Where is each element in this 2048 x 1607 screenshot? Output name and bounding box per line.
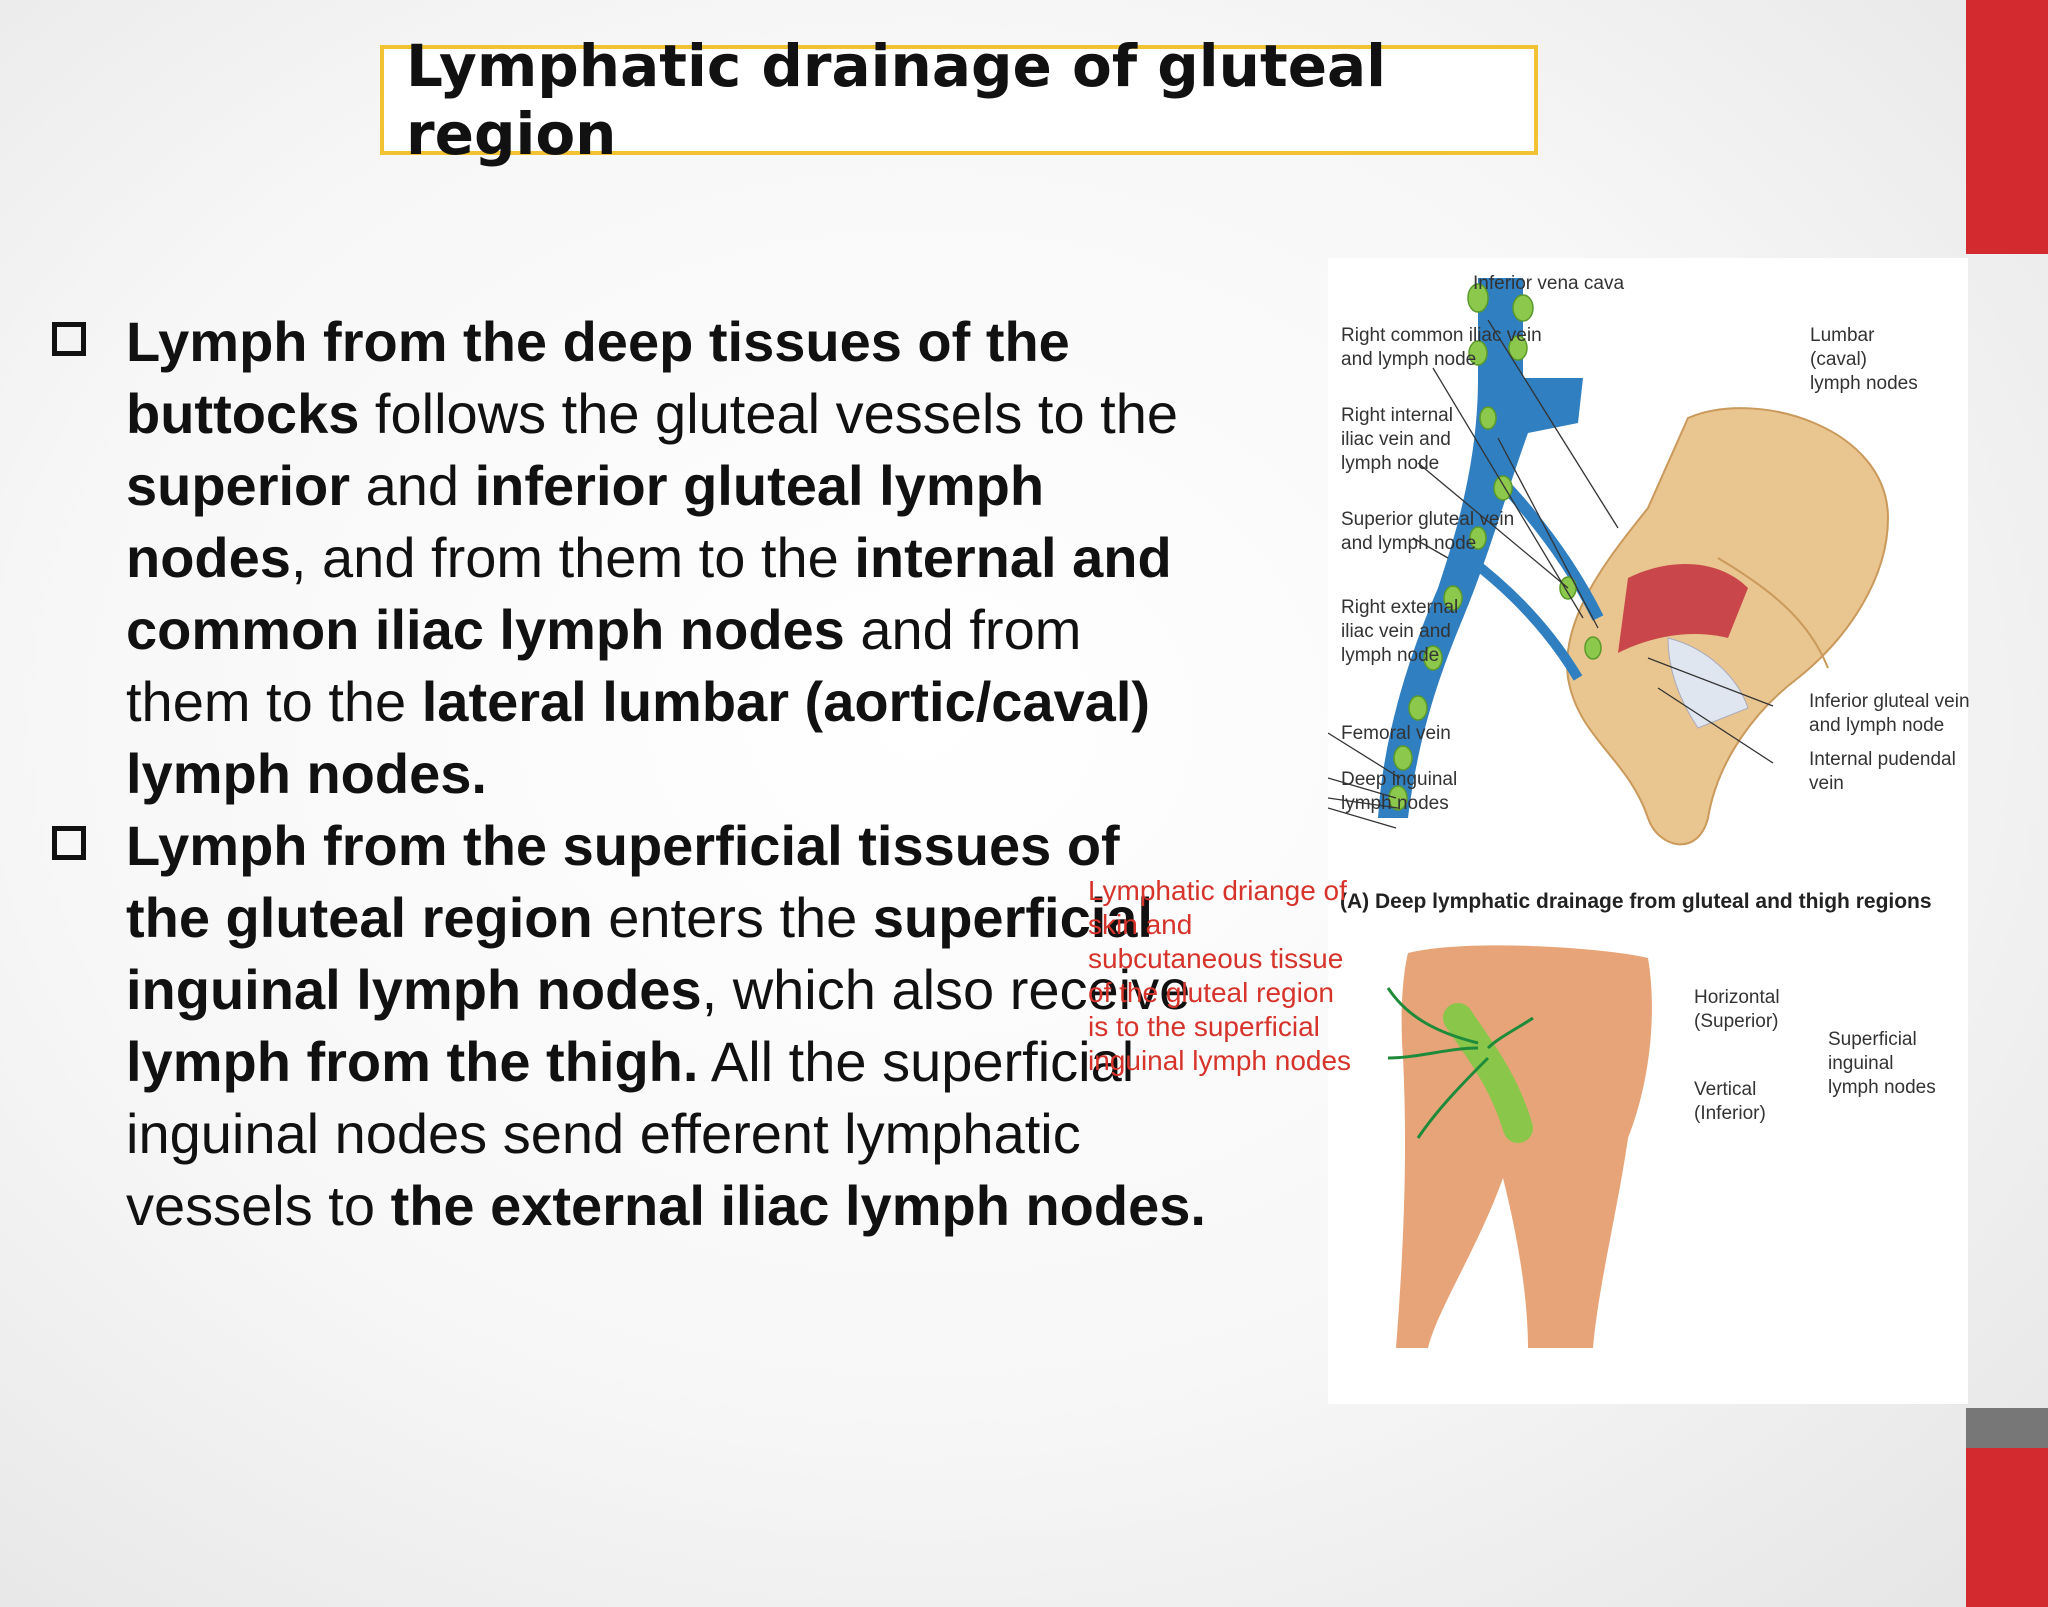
bullet-list: Lymph from the deep tissues of the butto… (48, 306, 1208, 1242)
slide-title: Lymphatic drainage of gluteal region (406, 32, 1387, 168)
checkbox-bullet-icon (52, 826, 86, 860)
anatomy-figure-panel: Inferior vena cava Right common iliac ve… (1328, 258, 1970, 1404)
label-inferior-vena-cava: Inferior vena cava (1473, 273, 1625, 294)
label-vertical: Vertical(Inferior) (1694, 1079, 1766, 1124)
bullet-text: Lymph from the superficial tissues of th… (126, 814, 1206, 1237)
label-femoral-vein: Femoral vein (1341, 723, 1451, 744)
accent-bar-bottom (1966, 1448, 2048, 1607)
label-horizontal: Horizontal(Superior) (1694, 987, 1780, 1032)
accent-bar-gray (1966, 1408, 2048, 1448)
gluteal-muscle (1618, 564, 1748, 653)
leg-illustration (1396, 945, 1652, 1348)
figure-caption: (A) Deep lymphatic drainage from gluteal… (1340, 890, 1932, 913)
bullet-item: Lymph from the superficial tissues of th… (48, 810, 1208, 1242)
annotation-note: Lymphatic driange of skin and subcutaneo… (1088, 875, 1352, 1076)
slide-title-box: Lymphatic drainage of gluteal region (380, 32, 1538, 168)
bullet-item: Lymph from the deep tissues of the butto… (48, 306, 1208, 810)
checkbox-bullet-icon (52, 322, 86, 356)
anatomy-illustration (1328, 278, 1890, 1348)
bullet-text: Lymph from the deep tissues of the butto… (126, 310, 1179, 805)
label-lumbar-nodes: Lumbar(caval)lymph nodes (1810, 325, 1918, 394)
accent-bar-top (1966, 0, 2048, 254)
